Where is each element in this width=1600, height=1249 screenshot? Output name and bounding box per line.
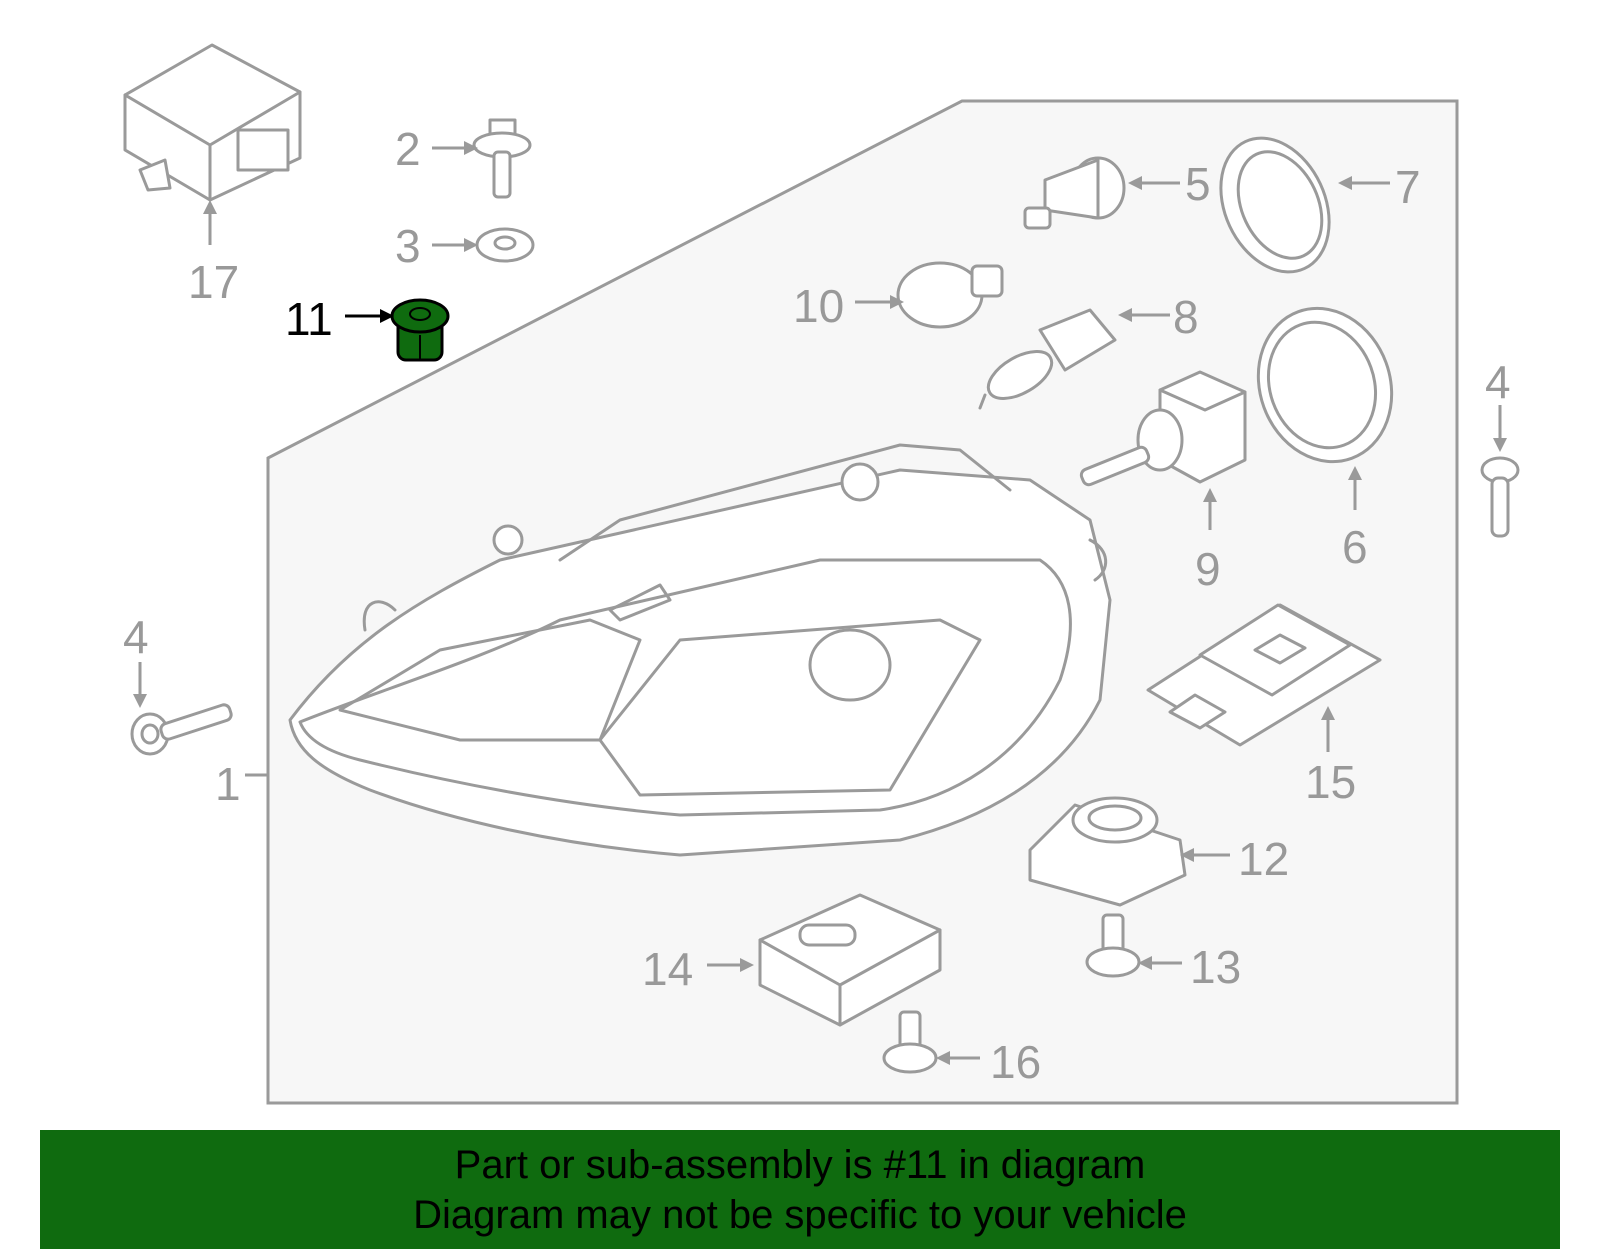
banner-line-2: Diagram may not be specific to your vehi… <box>413 1193 1187 1237</box>
callout-9: 9 <box>1195 543 1221 595</box>
part-3-washer <box>475 227 535 263</box>
part-6-ring <box>1256 306 1394 464</box>
callout-14: 14 <box>642 943 693 995</box>
part-4-bolt-left <box>130 703 233 756</box>
part-16-screw <box>882 1010 938 1074</box>
callout-6: 6 <box>1342 521 1368 573</box>
part-1-headlamp <box>288 443 1112 857</box>
callout-7: 7 <box>1395 161 1421 213</box>
callout-1: 1 <box>215 758 241 810</box>
callout-3: 3 <box>395 220 421 272</box>
part-2-bolt <box>472 118 532 199</box>
part-12-socket-bracket <box>1028 796 1187 907</box>
callout-4-right: 4 <box>1485 356 1511 408</box>
callout-17: 17 <box>188 256 239 308</box>
callout-13: 13 <box>1190 941 1241 993</box>
part-11-clip <box>390 298 450 362</box>
part-5-bulb-socket <box>1023 156 1126 230</box>
part-7-ring-cap <box>1219 136 1331 274</box>
part-9-xenon-bulb <box>1079 370 1247 487</box>
part-15-control-unit <box>1146 603 1382 747</box>
callout-16: 16 <box>990 1036 1041 1088</box>
banner-line-1: Part or sub-assembly is #11 in diagram <box>454 1143 1146 1187</box>
callout-5: 5 <box>1185 158 1211 210</box>
callout-2: 2 <box>395 123 421 175</box>
callout-4-left: 4 <box>123 611 149 663</box>
part-10-bulb <box>896 261 1004 329</box>
callout-15: 15 <box>1305 756 1356 808</box>
part-4-bolt-right <box>1480 456 1520 538</box>
callout-8: 8 <box>1173 291 1199 343</box>
part-17-control-module <box>123 43 302 202</box>
part-14-ballast <box>758 893 942 1027</box>
part-8-halogen-bulb <box>978 308 1117 410</box>
info-banner: Part or sub-assembly is #11 in diagram D… <box>40 1130 1560 1249</box>
part-13-screw <box>1085 913 1141 978</box>
callout-10: 10 <box>793 280 844 332</box>
callout-11: 11 <box>285 293 333 345</box>
callout-12: 12 <box>1238 833 1289 885</box>
